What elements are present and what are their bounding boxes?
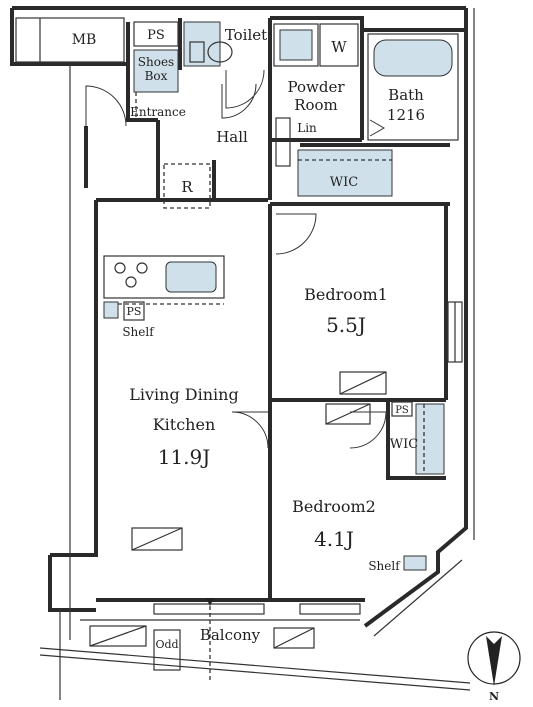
sink-counter: [273, 23, 319, 67]
walk-in-closet-2: PS WIC: [349, 401, 445, 475]
shelf-kitchen-label: Shelf: [122, 325, 155, 339]
bath-door-icon: [369, 119, 386, 137]
entrance-label: Entrance: [130, 105, 186, 119]
odd-label: Odd: [155, 638, 178, 651]
shoes-box: Shoes Box: [133, 49, 179, 93]
powder-room-label-2: Room: [294, 96, 338, 114]
compass: N: [467, 631, 521, 703]
ps-kitchen: PS: [123, 301, 145, 321]
washer-space: W: [319, 23, 359, 67]
r-label: R: [181, 178, 193, 196]
bedroom-1: Bedroom1 5.5J: [275, 213, 463, 395]
bedroom-2: Bedroom2 4.1J Shelf: [292, 403, 427, 573]
balcony: Balcony Odd: [89, 598, 361, 680]
wic-1-label: WIC: [330, 175, 358, 190]
bedroom1-door-icon: [275, 213, 317, 255]
lin-label: Lin: [297, 121, 317, 135]
kitchen-counter: [103, 255, 225, 305]
bath: Bath 1216: [367, 33, 459, 141]
bath-label-1: Bath: [388, 86, 424, 104]
walk-in-closet-1: WIC: [297, 149, 393, 197]
kitchen-shelf: Shelf: [103, 301, 155, 339]
hall-door-icon: [221, 83, 257, 119]
wic-2-label: WIC: [390, 437, 418, 452]
ps-top: PS: [133, 21, 179, 47]
bedroom2-size-label: 4.1J: [314, 527, 354, 551]
ldk-size-label: 11.9J: [158, 445, 211, 469]
ldk-label-1: Living Dining: [129, 385, 238, 404]
bedroom1-size-label: 5.5J: [326, 313, 366, 337]
exterior-walls: [10, 6, 468, 628]
living-dining-kitchen: Living Dining Kitchen 11.9J: [129, 385, 269, 551]
mb-label: MB: [72, 32, 97, 48]
toilet-room: Toilet: [183, 21, 267, 109]
ldk-label-2: Kitchen: [153, 415, 216, 434]
ps-wic2-label: PS: [395, 405, 409, 416]
stove-burners-icon: [114, 262, 148, 288]
shelf-bedroom2-label: Shelf: [368, 559, 401, 573]
outline-lines: [39, 8, 475, 700]
shoes-box-label-2: Box: [145, 69, 168, 83]
toilet-label: Toilet: [225, 26, 267, 44]
washer-label: W: [331, 38, 347, 56]
bedroom1-label: Bedroom1: [304, 285, 388, 304]
hall-label: Hall: [216, 128, 248, 146]
north-arrow-icon: [486, 636, 502, 686]
linen-closet: Lin: [275, 117, 317, 167]
balcony-entry-marker-icon: [206, 598, 214, 606]
powder-room: Powder Room: [287, 78, 345, 114]
bedroom2-label: Bedroom2: [292, 497, 376, 516]
balcony-label: Balcony: [200, 626, 261, 644]
ldk-door-icon: [231, 411, 269, 449]
mb-closet: MB: [15, 17, 125, 63]
storage-r: R: [163, 163, 211, 209]
entrance: Entrance: [85, 85, 186, 127]
toilet-door-icon: [225, 69, 265, 109]
wic2-door-icon: [349, 411, 387, 449]
hall: Hall: [216, 83, 257, 146]
compass-north-label: N: [489, 690, 499, 703]
bath-label-2: 1216: [387, 106, 425, 124]
shoes-box-label-1: Shoes: [138, 55, 174, 69]
ps-top-label: PS: [147, 28, 165, 43]
entrance-door-icon: [85, 85, 127, 127]
powder-room-label-1: Powder: [287, 78, 345, 96]
ps-kitchen-label: PS: [127, 305, 142, 318]
